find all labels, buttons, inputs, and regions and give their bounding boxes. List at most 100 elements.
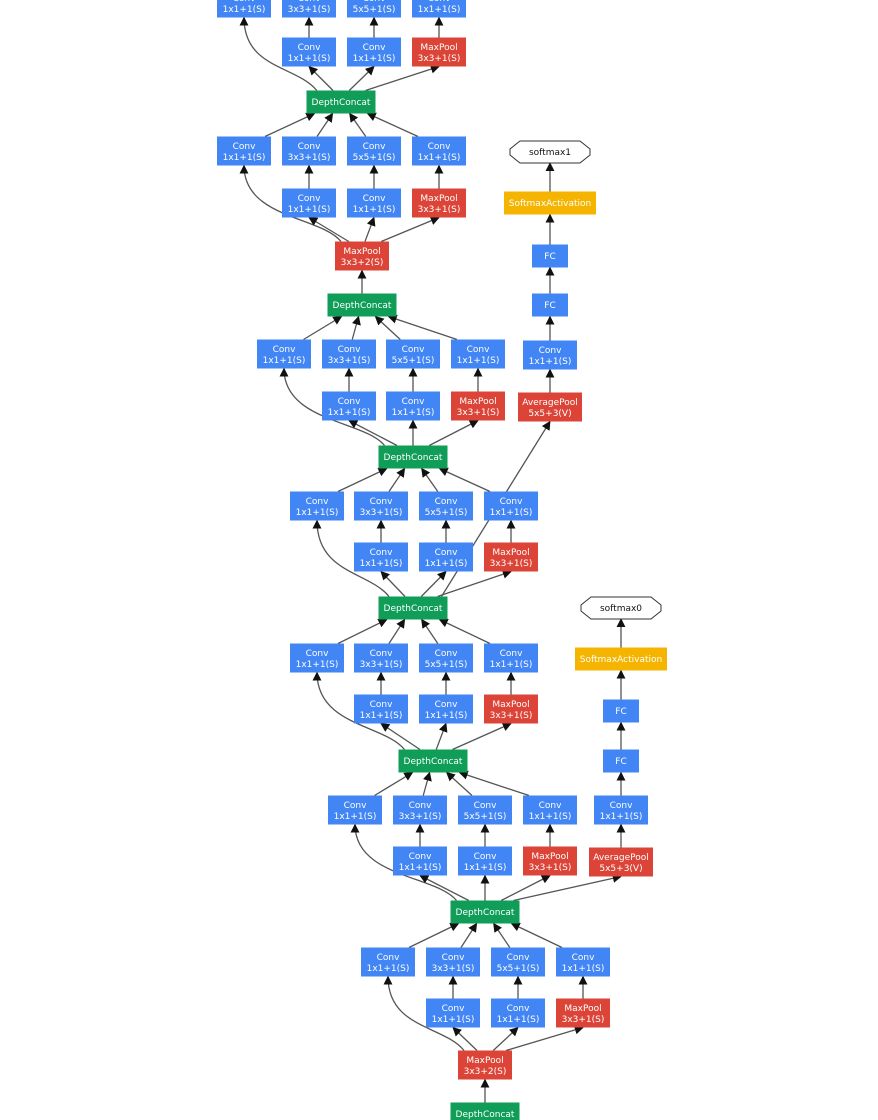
node-fc-ax1_fc2[interactable]: FC <box>532 244 568 268</box>
node-label: Conv <box>610 801 633 811</box>
node-fc-ax0_fc1[interactable]: FC <box>603 749 639 773</box>
node-concat-Dout[interactable]: DepthConcat <box>378 445 448 469</box>
node-box <box>419 542 473 572</box>
node-box <box>556 998 610 1028</box>
node-label: Conv <box>500 497 523 507</box>
node-params: 1x1+1(S) <box>288 54 331 64</box>
node-concat-c_bottom[interactable]: DepthConcat <box>450 1102 520 1120</box>
node-label: FC <box>615 757 626 767</box>
node-params: 1x1+1(S) <box>490 660 533 670</box>
node-concat-Fout[interactable]: DepthConcat <box>306 90 376 114</box>
node-concat-Aout[interactable]: DepthConcat <box>450 900 520 924</box>
edge-Aout-ax0_avg <box>513 873 622 902</box>
node-box <box>412 37 466 67</box>
node-params: 1x1+1(S) <box>399 863 442 873</box>
node-params: 3x3+2(S) <box>464 1067 507 1077</box>
node-params: 5x5+1(S) <box>464 812 507 822</box>
node-concat-Bout[interactable]: DepthConcat <box>398 749 468 773</box>
node-box <box>589 847 653 877</box>
node-box <box>217 136 271 166</box>
node-label: Conv <box>233 0 256 4</box>
node-params: 1x1+1(S) <box>392 408 435 418</box>
node-fc-ax1_fc1[interactable]: FC <box>532 293 568 317</box>
node-fc-ax0_fc2[interactable]: FC <box>603 699 639 723</box>
node-box <box>322 391 376 421</box>
node-params: 1x1+1(S) <box>457 356 500 366</box>
node-box <box>426 947 480 977</box>
node-label: Conv <box>298 142 321 152</box>
node-out-ax0_out[interactable]: softmax0 <box>580 596 662 620</box>
node-box <box>412 0 466 18</box>
node-concat-Cout[interactable]: DepthConcat <box>378 596 448 620</box>
node-params: 1x1+1(S) <box>425 711 468 721</box>
edge-Cout-Db1 <box>380 570 406 597</box>
node-concat-Eout[interactable]: DepthConcat <box>327 293 397 317</box>
node-sact-ax1_sm[interactable]: SoftmaxActivation <box>504 191 596 215</box>
node-out-ax1_out[interactable]: softmax1 <box>509 140 591 164</box>
node-params: 3x3+1(S) <box>288 5 331 15</box>
node-label: Conv <box>370 548 393 558</box>
node-label: DepthConcat <box>333 301 392 311</box>
node-params: 1x1+1(S) <box>360 711 403 721</box>
node-box <box>603 699 639 723</box>
edge-Bout-Cb3 <box>452 722 512 751</box>
node-label: softmax1 <box>529 148 571 158</box>
node-sact-ax0_sm[interactable]: SoftmaxActivation <box>575 647 667 671</box>
